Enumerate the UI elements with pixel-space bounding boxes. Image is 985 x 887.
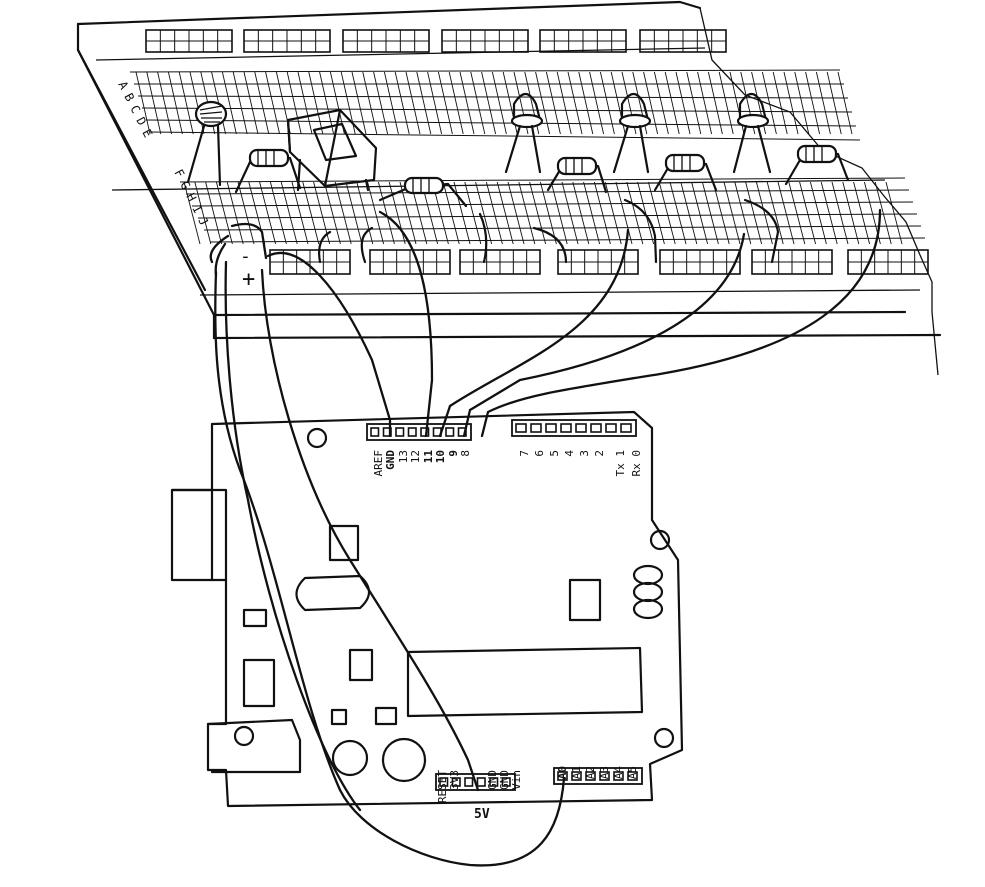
rail-block xyxy=(343,30,429,52)
digital-pin-label: 4 xyxy=(563,450,576,457)
digital-pin-label: 5 xyxy=(548,450,561,457)
resistor-icon xyxy=(548,158,606,192)
digital-header-low xyxy=(512,420,636,436)
resistor-icon xyxy=(655,155,716,190)
row-label-h: H xyxy=(183,191,199,204)
digital-pin-label: Tx 1 xyxy=(614,450,627,477)
header-pin xyxy=(465,778,473,786)
terminal-strip-a-e xyxy=(130,70,860,140)
header-pin xyxy=(531,424,541,432)
led-icon xyxy=(506,94,542,172)
row-label-g: G xyxy=(177,179,193,192)
rail-block xyxy=(540,30,626,52)
rail-block xyxy=(660,250,740,274)
row-label-d: D xyxy=(133,115,149,128)
rail-block xyxy=(752,250,832,274)
arduino-pin-labels: AREFGND1312111098765432Tx 1Rx 0RESET3V3G… xyxy=(372,450,643,804)
power-pin-label: Vin xyxy=(510,770,523,790)
digital-pin-label: 3 xyxy=(578,450,591,457)
row-label-e: E xyxy=(139,127,155,140)
digital-pin-label: 8 xyxy=(459,450,472,457)
digital-pin-label: 6 xyxy=(533,450,546,457)
row-label-b: B xyxy=(121,91,137,104)
resistor-icon xyxy=(236,150,300,192)
header-pin xyxy=(546,424,556,432)
digital-pin-label: 2 xyxy=(593,450,606,457)
digital-header-high xyxy=(367,424,471,440)
header-pin xyxy=(396,428,404,436)
row-label-a: A xyxy=(115,79,131,93)
header-pin xyxy=(478,778,486,786)
analog-pin-label: A0 xyxy=(556,766,569,779)
five-v-label: 5V xyxy=(474,807,490,822)
analog-pin-label: A4 xyxy=(612,766,625,780)
analog-pin-label: A3 xyxy=(598,766,611,779)
header-pin xyxy=(561,424,571,432)
row-label-j: J xyxy=(195,215,211,228)
resistor-icon xyxy=(380,178,466,206)
row-label-c: C xyxy=(127,103,143,116)
digital-pin-label: Rx 0 xyxy=(630,450,643,477)
photoresistor-icon xyxy=(188,102,226,185)
rail-block xyxy=(146,30,232,52)
rail-block xyxy=(558,250,638,274)
header-pin xyxy=(371,428,379,436)
header-pin xyxy=(621,424,631,432)
rail-plus-label: + xyxy=(242,267,255,292)
rail-minus-label: - xyxy=(240,246,251,267)
analog-pin-label: A5 xyxy=(626,766,639,779)
header-pin xyxy=(446,428,454,436)
rail-block xyxy=(848,250,928,274)
header-pin xyxy=(409,428,417,436)
header-pin xyxy=(576,424,586,432)
led-icon xyxy=(734,94,770,172)
digital-pin-label: 12 xyxy=(409,450,422,463)
analog-pin-label: A2 xyxy=(584,766,597,779)
rail-block xyxy=(460,250,540,274)
led-icon xyxy=(614,94,650,172)
row-label-f: F xyxy=(171,167,187,180)
connection-wires xyxy=(211,210,880,865)
header-pin xyxy=(591,424,601,432)
header-pin xyxy=(606,424,616,432)
digital-pin-label: GND xyxy=(384,450,397,470)
header-pin xyxy=(516,424,526,432)
arduino-board: AREFGND1312111098765432Tx 1Rx 0RESET3V3G… xyxy=(172,412,682,822)
digital-pin-label: 10 xyxy=(434,450,447,463)
rail-block xyxy=(244,30,330,52)
digital-pin-label: 7 xyxy=(518,450,531,457)
analog-pin-label: A1 xyxy=(570,766,583,779)
rail-block xyxy=(370,250,450,274)
breadboard: A B C D E F G H I J - + xyxy=(78,2,940,375)
rail-block xyxy=(442,30,528,52)
power-pin-label: 3V3 xyxy=(448,770,461,790)
